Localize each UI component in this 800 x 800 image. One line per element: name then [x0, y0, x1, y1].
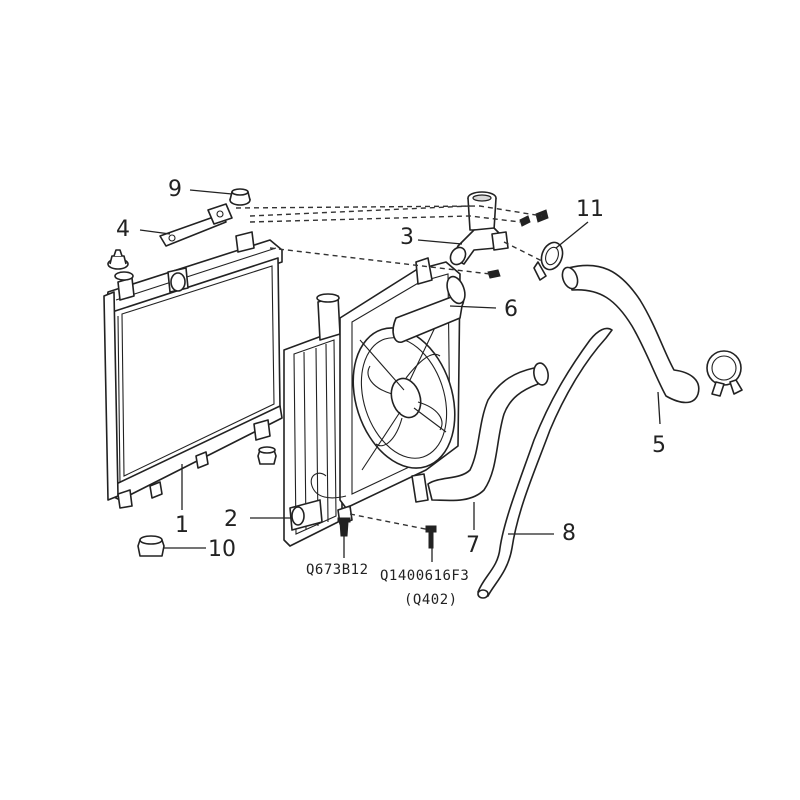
radiator [103, 231, 283, 509]
callout-8: 8 [562, 521, 576, 546]
callout-5: 5 [652, 433, 666, 458]
water-outlet-housing [449, 191, 509, 266]
radiator-top-grommet [107, 249, 129, 270]
callout-7: 7 [466, 533, 480, 558]
mounting-grommet [229, 188, 251, 206]
dashed-guide-lines [235, 205, 545, 531]
callout-9: 9 [168, 177, 182, 202]
callout-3: 3 [400, 225, 414, 250]
leader-lines [139, 189, 661, 562]
hose-clamp-lower [706, 350, 743, 397]
upper-radiator-hose [561, 264, 700, 404]
radiator-lower-grommet [257, 446, 277, 465]
overflow-hose [392, 275, 466, 343]
callout-11: 11 [576, 197, 604, 222]
callout-4: 4 [116, 217, 130, 242]
shroud-clip [337, 517, 351, 537]
part-code-clip: Q673B12 [306, 562, 369, 578]
part-code-bolt-alt: (Q402) [404, 592, 458, 608]
shroud-bolt [425, 525, 437, 549]
lower-grommet [137, 535, 165, 557]
callout-1: 1 [175, 513, 189, 538]
bypass-hose [477, 327, 613, 599]
upper-mounting-bracket [159, 203, 233, 247]
part-code-bolt: Q1400616F3 [380, 568, 469, 584]
callout-6: 6 [504, 297, 518, 322]
callout-10: 10 [208, 537, 236, 562]
callout-2: 2 [224, 507, 238, 532]
lower-radiator-hose [411, 362, 549, 503]
hose-clamp-upper [533, 241, 564, 281]
